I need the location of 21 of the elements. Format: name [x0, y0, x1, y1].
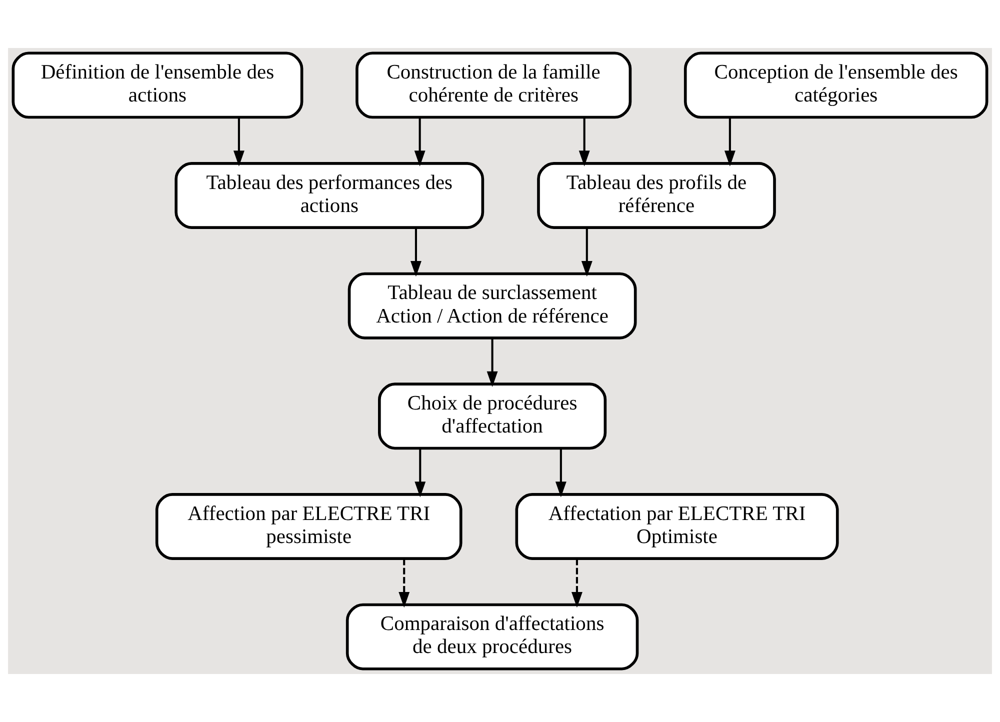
arrow — [233, 118, 244, 166]
arrow — [581, 228, 592, 277]
node-box: Tableau des profils de référence — [537, 162, 776, 229]
node-box: Construction de la famille cohérente de critères — [356, 52, 632, 119]
node-box: Conception de l'ensemble des catégories — [684, 52, 988, 119]
node-box: Affectation par ELECTRE TRI Optimiste — [515, 493, 839, 560]
arrow — [555, 448, 566, 498]
arrow — [410, 228, 422, 277]
node-box: Choix de procédures d'affectation — [378, 382, 607, 450]
node-box: Tableau de surclassement Action / Action de référence — [348, 272, 637, 340]
arrow — [578, 118, 590, 166]
node-box: Tableau des performances des actions — [174, 162, 484, 229]
node-box: Affection par ELECTRE TRI pessimiste — [155, 493, 462, 560]
node-box: Définition de l'ensemble des actions — [12, 52, 304, 119]
arrow — [414, 118, 426, 166]
node-box: Comparaison d'affectations de deux procédures — [346, 603, 639, 670]
arrow — [724, 118, 736, 166]
arrow — [398, 558, 410, 608]
arrow — [486, 338, 498, 387]
arrow — [414, 448, 426, 498]
arrow — [571, 558, 582, 608]
